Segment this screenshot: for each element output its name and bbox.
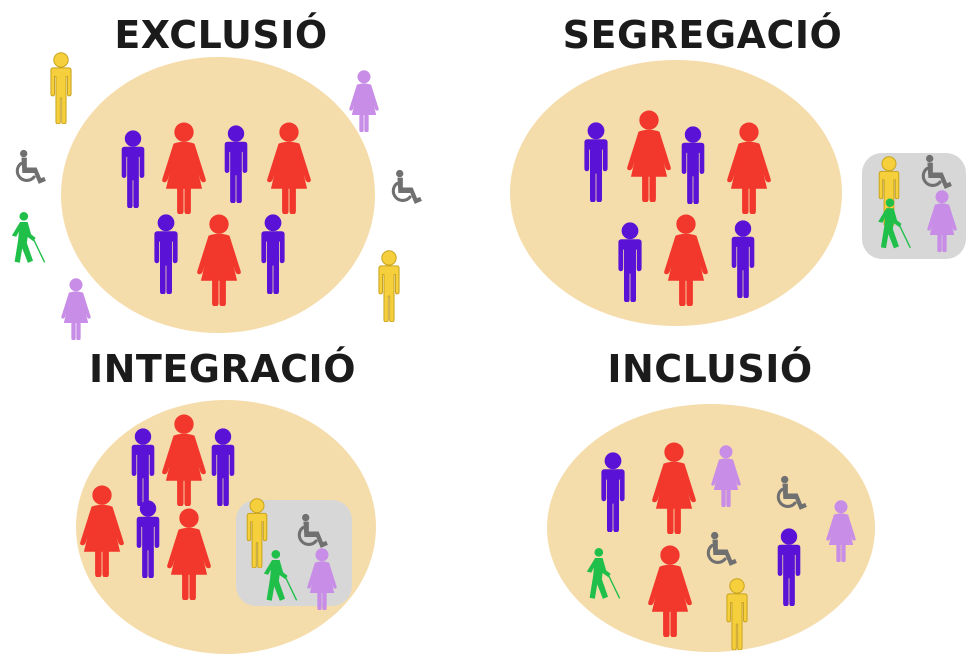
exclusion-circle <box>61 57 375 333</box>
title-exclusion: EXCLUSIÓ <box>114 13 328 57</box>
title-integration: INTEGRACIÓ <box>88 347 356 391</box>
title-inclusion: INCLUSIÓ <box>607 347 813 391</box>
wheelchair-icon <box>391 168 423 206</box>
wheelchair-icon <box>15 148 47 186</box>
segregation-group-box <box>862 153 966 259</box>
inclusion-circle <box>547 404 875 652</box>
purple-woman-icon <box>61 278 91 340</box>
blind-person-icon <box>11 212 46 264</box>
yellow-person-icon <box>50 52 72 124</box>
yellow-person-icon <box>378 250 400 322</box>
segregation-circle <box>510 60 842 326</box>
purple-woman-icon <box>349 70 379 132</box>
title-segregation: SEGREGACIÓ <box>562 13 843 57</box>
